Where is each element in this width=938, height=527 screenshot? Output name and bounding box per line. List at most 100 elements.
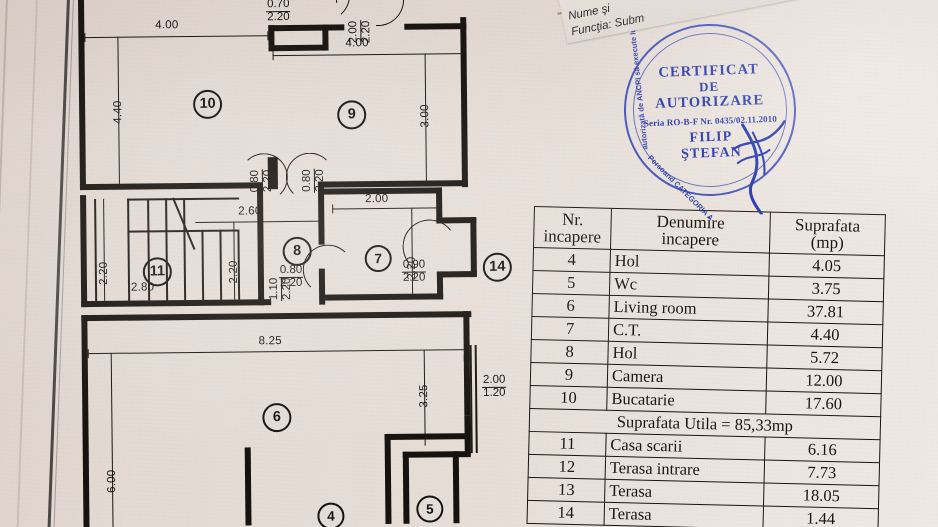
wall-5-left-inner bbox=[402, 451, 410, 524]
dim-line-7-top bbox=[332, 207, 439, 210]
cell-nr: 8 bbox=[530, 339, 609, 365]
opening-8-left-width: 0.80 bbox=[248, 168, 263, 194]
room-marker-14[interactable]: 14 bbox=[482, 252, 512, 282]
wall-5-right-inner bbox=[452, 451, 460, 524]
opening-window-width: 2.00 bbox=[481, 373, 507, 388]
cell-area: 6.16 bbox=[764, 437, 881, 463]
opening-label-top-right: 0.70 2.20 bbox=[266, 0, 291, 23]
cell-nr: 6 bbox=[531, 293, 610, 319]
stair-line-5 bbox=[183, 198, 186, 303]
cell-nr: 14 bbox=[527, 500, 605, 526]
cell-area: 37.81 bbox=[767, 299, 884, 325]
cell-nr: 10 bbox=[529, 385, 608, 411]
cell-nr: 9 bbox=[530, 362, 608, 388]
wall-left-lower bbox=[81, 315, 90, 527]
wall-left-upper bbox=[77, 0, 86, 190]
dim-6-height: 6.00 bbox=[105, 469, 119, 493]
opening-14-door-width: 0.90 bbox=[401, 258, 427, 273]
cell-nr: 7 bbox=[531, 316, 609, 342]
wall-10-bottom bbox=[79, 182, 260, 191]
handwritten-signature-icon bbox=[732, 120, 786, 216]
room-area-table-wrapper: Nr. incapere Denumire incapere Suprafata… bbox=[527, 206, 886, 527]
dim-10-height: 4.40 bbox=[112, 100, 125, 124]
cell-nr: 4 bbox=[532, 247, 611, 273]
cell-nr: 5 bbox=[532, 270, 610, 296]
dim-line-6-left bbox=[110, 352, 114, 527]
cell-name: Terasa bbox=[603, 502, 764, 527]
stair-line-1 bbox=[94, 199, 97, 304]
dim-tick-10b bbox=[267, 31, 269, 41]
dim-tick-7b bbox=[437, 203, 439, 213]
stair-line-6 bbox=[201, 229, 204, 302]
opening-14-door-height: 2.20 bbox=[402, 271, 426, 284]
dim-tick-6a bbox=[87, 349, 89, 359]
dim-6-right: 3.25 bbox=[418, 384, 431, 408]
opening-label-8-left: 0.80 2.20 bbox=[248, 168, 274, 194]
wall-5-top-outer bbox=[384, 433, 471, 440]
cell-nr: 13 bbox=[527, 477, 606, 503]
dim-line-11-left bbox=[103, 198, 106, 303]
wall-4-partition bbox=[244, 447, 252, 526]
dim-tick-10a bbox=[84, 33, 86, 43]
opening-top-right-width: 0.70 bbox=[266, 0, 291, 12]
dim-tick-9a bbox=[272, 51, 274, 61]
stair-line-2 bbox=[127, 198, 130, 303]
opening-6-door-width: 1.10 bbox=[267, 276, 282, 302]
stair-line-7 bbox=[219, 229, 222, 302]
dim-tick-7a bbox=[332, 204, 334, 214]
cell-area: 1.44 bbox=[762, 505, 879, 527]
header-cell-name: Denumire incapere bbox=[610, 208, 771, 254]
room-marker-7[interactable]: 7 bbox=[364, 244, 392, 273]
cell-area: 3.75 bbox=[768, 276, 884, 302]
floor-plan-drawing: 4.00 4.40 4.00 3.00 2.60 2.20 2.20 2.80 … bbox=[77, 0, 512, 527]
opening-6-door-height: 2.20 bbox=[280, 277, 293, 301]
dim-7-width: 2.00 bbox=[365, 192, 389, 206]
stair-line-4 bbox=[165, 198, 168, 303]
wall-middle-bottom bbox=[81, 299, 272, 308]
wall-9-bottom bbox=[317, 180, 468, 188]
header-name-line2: incapere bbox=[661, 229, 720, 250]
wall-9-top bbox=[404, 23, 467, 30]
opening-label-8-right: 0.80 2.20 bbox=[300, 168, 326, 193]
room-marker-10[interactable]: 10 bbox=[192, 89, 223, 119]
cell-nr: 12 bbox=[528, 454, 606, 480]
wall-10-9-top-a bbox=[268, 24, 345, 32]
opening-top-right-height: 2.20 bbox=[267, 10, 290, 23]
opening-8-right-height: 2.20 bbox=[313, 169, 326, 192]
header-area-line2: (mp) bbox=[810, 232, 844, 253]
room-marker-4[interactable]: 4 bbox=[317, 502, 345, 527]
wall-14-right bbox=[470, 217, 477, 278]
room-marker-5[interactable]: 5 bbox=[416, 495, 444, 523]
authorization-stamp: autorizată de ANCPI să execute lucrări d… bbox=[621, 0, 799, 222]
dim-6-width: 8.25 bbox=[258, 335, 282, 348]
dim-9-height: 3.00 bbox=[419, 104, 432, 128]
wall-10-9-jamb-right bbox=[322, 24, 329, 51]
opening-label-window-right: 2.00 1.20 bbox=[481, 373, 507, 399]
cell-area: 4.40 bbox=[767, 322, 883, 348]
room-marker-11[interactable]: 11 bbox=[142, 257, 173, 287]
opening-8-left-height: 2.20 bbox=[261, 169, 274, 193]
wall-right-upper bbox=[460, 17, 468, 188]
opening-9-top-height: 2.20 bbox=[359, 20, 372, 44]
cell-area: 7.73 bbox=[764, 460, 880, 486]
cell-area: 5.72 bbox=[766, 345, 883, 371]
header-cell-area: Suprafata (mp) bbox=[769, 212, 886, 256]
opening-8-right-width: 0.80 bbox=[300, 168, 315, 193]
window-line-inner bbox=[474, 345, 478, 454]
dim-tick-9b bbox=[461, 49, 463, 59]
cell-area: 4.05 bbox=[768, 253, 885, 279]
room-marker-6[interactable]: 6 bbox=[262, 402, 292, 433]
wall-7-bottom bbox=[325, 293, 444, 301]
cell-area: 18.05 bbox=[763, 482, 880, 509]
wall-left-middle bbox=[80, 195, 88, 308]
room-marker-9[interactable]: 9 bbox=[337, 100, 367, 130]
wall-5-top-inner bbox=[402, 451, 471, 458]
dim-line-10-top bbox=[84, 35, 269, 39]
wall-10-9-top-b bbox=[268, 44, 329, 52]
room-marker-8[interactable]: 8 bbox=[282, 236, 312, 267]
dim-8-height: 2.20 bbox=[227, 260, 240, 284]
opening-label-14-door: 0.90 2.20 bbox=[401, 258, 427, 284]
cell-area: 17.60 bbox=[765, 391, 882, 417]
dim-line-6-top bbox=[87, 349, 470, 355]
